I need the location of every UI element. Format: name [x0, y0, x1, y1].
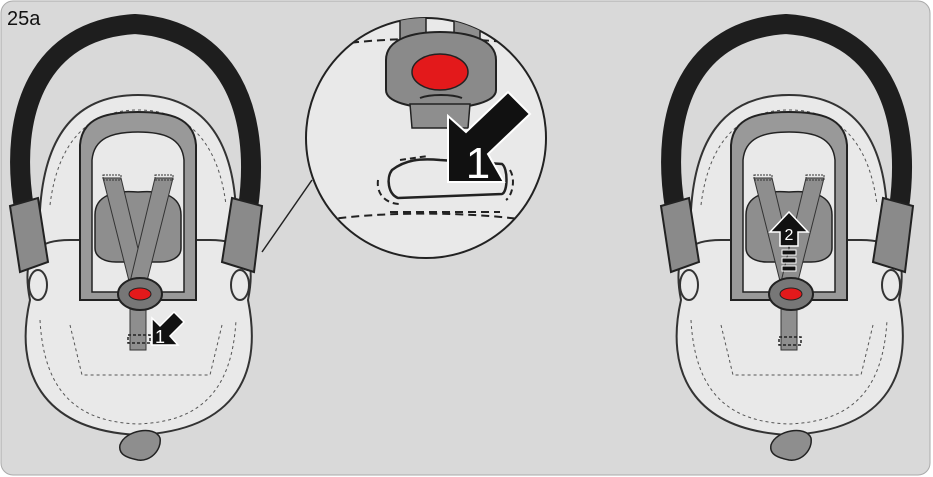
zoom-step-1-label: 1: [466, 139, 490, 188]
figure-label: 25a: [7, 8, 40, 31]
step-1-label: 1: [155, 327, 165, 347]
step-2-label: 2: [785, 227, 794, 244]
